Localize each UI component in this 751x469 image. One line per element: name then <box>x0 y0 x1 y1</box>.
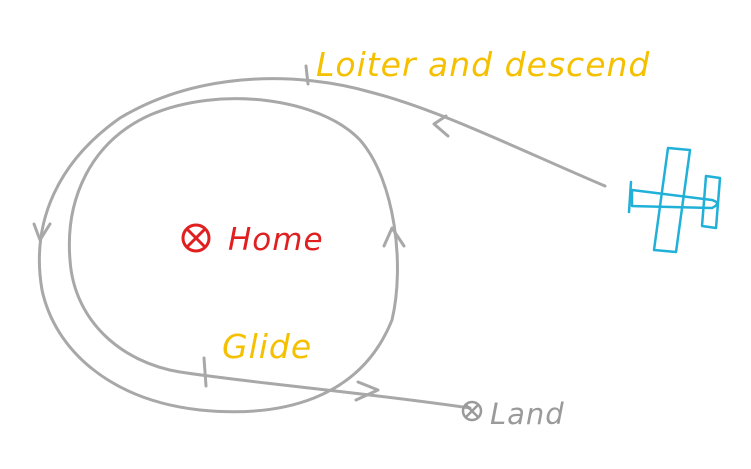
arrow-approach <box>432 114 450 138</box>
land-marker-icon <box>461 400 483 422</box>
home-label: Home <box>228 222 324 258</box>
home-marker-icon <box>181 223 211 253</box>
tick-glide-start <box>202 356 208 388</box>
airplane-icon <box>627 146 722 254</box>
approach-path <box>37 77 607 414</box>
arrow-right-climb <box>382 226 406 248</box>
glide-label: Glide <box>222 327 312 366</box>
arrow-final <box>354 380 380 402</box>
tick-loiter-start <box>304 64 310 86</box>
land-label: Land <box>490 397 565 431</box>
arrow-left-descent <box>32 222 52 242</box>
loiter-label: Loiter and descend <box>316 45 650 84</box>
